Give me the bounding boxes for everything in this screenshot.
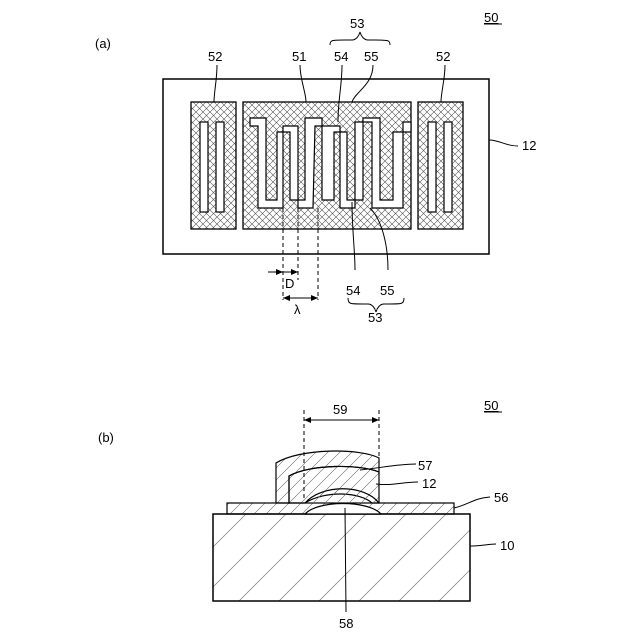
idt-electrode [243,102,411,229]
label-electrode-bottom-a: 54 [346,283,360,298]
label-gap-d: D [285,276,294,291]
label-cavity: 58 [339,616,353,631]
label-substrate: 12 [522,138,536,153]
label-electrode-group-bottom: 53 [368,310,382,325]
label-reflector-left: 52 [208,49,222,64]
label-idt: 51 [292,49,306,64]
panel-label-b: (b) [98,430,114,445]
label-span: 59 [333,402,347,417]
reflector-right [418,102,463,229]
label-electrode-top-a: 54 [334,49,348,64]
device-label-a: 50 [484,10,498,25]
label-electrode-top-b: 55 [364,49,378,64]
reflector-left [191,102,236,229]
label-bond-layer: 56 [494,490,508,505]
base-substrate [213,514,470,601]
label-base-substrate: 10 [500,538,514,553]
device-label-b: 50 [484,398,498,413]
panel-label-a: (a) [95,36,111,51]
label-piezo-layer: 12 [422,476,436,491]
label-cover: 57 [418,458,432,473]
label-wavelength: λ [294,302,301,317]
label-electrode-group-top: 53 [350,16,364,31]
label-reflector-right: 52 [436,49,450,64]
label-electrode-bottom-b: 55 [380,283,394,298]
